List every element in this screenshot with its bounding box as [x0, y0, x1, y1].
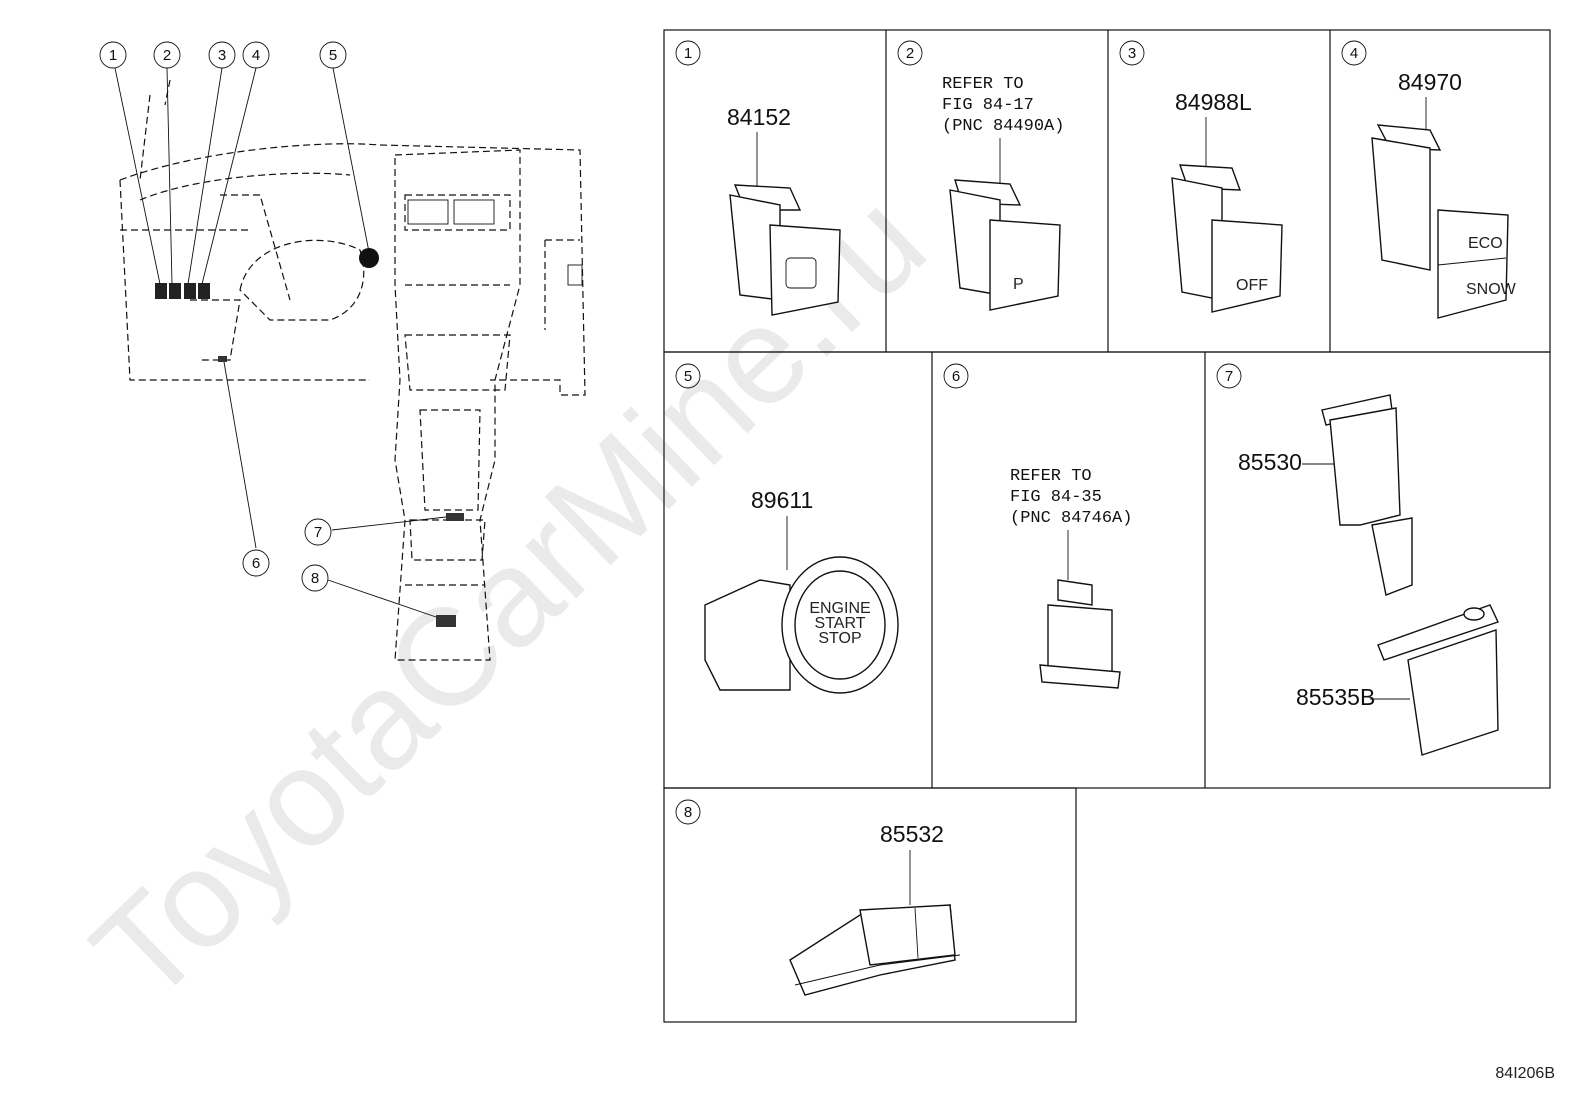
svg-text:START: START — [815, 615, 866, 632]
part-number-89611: 89611 — [751, 487, 813, 513]
callout-3: 3 — [208, 41, 236, 69]
svg-text:7: 7 — [314, 524, 322, 541]
svg-text:6: 6 — [252, 555, 260, 572]
callout-7: 7 — [304, 518, 332, 546]
svg-text:1: 1 — [684, 45, 692, 62]
svg-text:4: 4 — [1350, 45, 1358, 62]
switch-icon — [729, 184, 841, 316]
parking-sensor-switch-icon: P — [949, 179, 1061, 311]
svg-text:3: 3 — [218, 47, 226, 64]
svg-text:2: 2 — [906, 45, 914, 62]
panel-7: 7 85530 85535B — [1216, 363, 1499, 756]
callout-2: 2 — [153, 41, 181, 69]
panel-2: 2 REFER TO FIG 84-17 (PNC 84490A) P — [897, 40, 1064, 311]
part-number-84988L: 84988L — [1175, 89, 1252, 115]
svg-text:2: 2 — [163, 47, 171, 64]
svg-text:(PNC 84746A): (PNC 84746A) — [1010, 509, 1132, 528]
part-number-85530: 85530 — [1238, 449, 1302, 475]
svg-text:3: 3 — [1128, 45, 1136, 62]
panel-3: 3 84988L OFF — [1119, 40, 1283, 313]
svg-text:SNOW: SNOW — [1466, 281, 1517, 298]
dashboard-overview: 1 2 3 4 5 6 7 8 — [99, 41, 586, 661]
connector-icon — [1039, 579, 1121, 689]
engine-start-stop-button: ENGINE START STOP — [704, 556, 899, 694]
svg-text:FIG 84-35: FIG 84-35 — [1010, 488, 1102, 507]
svg-text:REFER TO: REFER TO — [1010, 467, 1092, 486]
seat-heater-switch-icon — [789, 904, 961, 996]
panel-8: 8 85532 — [675, 799, 961, 996]
callout-5: 5 — [319, 41, 347, 69]
svg-text:7: 7 — [1225, 368, 1233, 385]
callout-6: 6 — [242, 549, 270, 577]
panel-1: 1 84152 — [675, 40, 841, 316]
svg-text:(PNC 84490A): (PNC 84490A) — [942, 117, 1064, 136]
panel-4: 4 84970 ECO SNOW — [1341, 40, 1517, 319]
callout-4: 4 — [242, 41, 270, 69]
part-number-85535B: 85535B — [1296, 684, 1375, 710]
svg-text:OFF: OFF — [1236, 277, 1268, 294]
figure-code: 84I206B — [1495, 1065, 1555, 1082]
outlet-socket-icon — [1377, 604, 1499, 756]
svg-text:REFER TO: REFER TO — [942, 75, 1024, 94]
svg-text:STOP: STOP — [818, 630, 861, 647]
svg-text:P: P — [1013, 276, 1024, 293]
svg-text:8: 8 — [684, 804, 692, 821]
start-button-marker — [359, 248, 379, 268]
svg-text:ENGINE: ENGINE — [809, 600, 870, 617]
svg-text:1: 1 — [109, 47, 117, 64]
panel-grid — [663, 29, 1551, 1023]
traction-off-switch-icon: OFF — [1171, 164, 1283, 313]
svg-text:ECO: ECO — [1468, 235, 1503, 252]
svg-text:6: 6 — [952, 368, 960, 385]
svg-text:4: 4 — [252, 47, 260, 64]
callout-1: 1 — [99, 41, 127, 69]
svg-text:5: 5 — [329, 47, 337, 64]
eco-snow-switch-icon: ECO SNOW — [1371, 124, 1517, 319]
switch-cluster — [155, 283, 210, 299]
part-number-84970: 84970 — [1398, 69, 1462, 95]
panel-6: 6 REFER TO FIG 84-35 (PNC 84746A) — [943, 363, 1132, 689]
svg-text:8: 8 — [311, 570, 319, 587]
panel-5: 5 89611 ENGINE START STOP — [675, 363, 899, 694]
svg-text:FIG 84-17: FIG 84-17 — [942, 96, 1034, 115]
svg-text:5: 5 — [684, 368, 692, 385]
power-outlet-icon — [1321, 394, 1413, 596]
callout-8: 8 — [301, 564, 329, 592]
part-number-84152: 84152 — [727, 104, 791, 130]
part-number-85532: 85532 — [880, 821, 944, 847]
